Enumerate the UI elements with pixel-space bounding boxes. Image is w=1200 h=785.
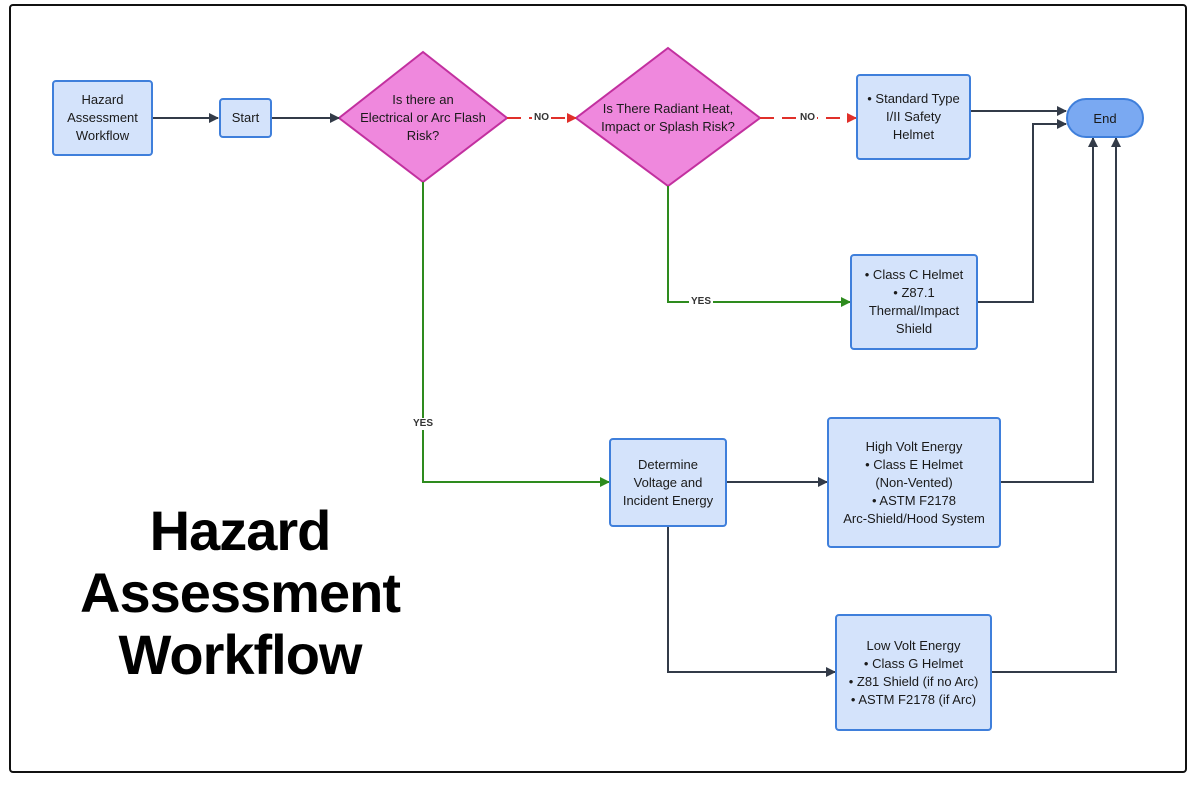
high-volt-line: Arc-Shield/Hood System (843, 510, 985, 526)
class-c-line: Shield (895, 321, 933, 336)
page-title-line: Hazard (149, 499, 332, 562)
page-title: Hazard Assessment Workflow (60, 500, 420, 686)
start-node[interactable]: Start (219, 98, 272, 138)
determine-line: Voltage and (633, 474, 703, 490)
class-c-line: • Z87.1 (893, 285, 935, 300)
workflow-node-line: Workflow (75, 128, 130, 143)
standard-helmet-line: I/II Safety (886, 109, 941, 124)
workflow-node-line: Assessment (67, 110, 138, 125)
edge-classc-end (977, 119, 1067, 303)
edge-label-no-radiant: NO (798, 112, 817, 124)
workflow-node[interactable]: Hazard Assessment Workflow (52, 80, 153, 156)
decision-electrical-line: Risk? (406, 128, 440, 143)
determine-node[interactable]: Determine Voltage and Incident Energy (609, 438, 727, 527)
high-volt-node[interactable]: High Volt Energy • Class E Helmet (Non-V… (827, 417, 1001, 548)
page-title-line: Assessment (80, 561, 401, 624)
decision-radiant-line: Is There Radiant Heat, (602, 101, 734, 116)
class-c-line: • Class C Helmet (864, 267, 964, 282)
workflow-node-line: Hazard (81, 92, 124, 107)
class-c-node[interactable]: • Class C Helmet • Z87.1 Thermal/Impact … (850, 254, 978, 350)
high-volt-line: (Non-Vented) (875, 474, 953, 490)
standard-helmet-node[interactable]: • Standard Type I/II Safety Helmet (856, 74, 971, 160)
decision-electrical-line: Is there an (392, 92, 454, 107)
edge-determine-lowvolt (667, 526, 836, 677)
standard-helmet-line: • Standard Type (867, 91, 960, 106)
diagram-frame (9, 4, 1187, 773)
edge-label-no-electrical: NO (532, 112, 551, 124)
edge-lowvolt-end (991, 137, 1121, 673)
edge-electrical-yes (422, 182, 610, 487)
decision-electrical-label[interactable]: Is there an Electrical or Arc Flash Risk… (353, 88, 493, 148)
low-volt-node[interactable]: Low Volt Energy • Class G Helmet • Z81 S… (835, 614, 992, 731)
decision-radiant-line: Impact or Splash Risk? (601, 119, 735, 134)
low-volt-line: • ASTM F2178 (if Arc) (850, 691, 977, 707)
determine-line: Determine (638, 456, 698, 472)
class-c-line: Thermal/Impact (868, 303, 960, 318)
end-node-label: End (1093, 110, 1117, 126)
edge-label-yes-radiant: YES (689, 296, 714, 308)
edge-highvolt-end (1000, 137, 1098, 483)
start-node-label: Start (231, 110, 260, 125)
decision-electrical-line: Electrical or Arc Flash (360, 110, 486, 125)
low-volt-line: • Z81 Shield (if no Arc) (848, 673, 979, 689)
high-volt-line: • ASTM F2178 (871, 492, 957, 508)
standard-helmet-line: Helmet (892, 127, 935, 142)
low-volt-line: • Class G Helmet (863, 655, 964, 671)
high-volt-line: • Class E Helmet (865, 456, 963, 472)
determine-line: Incident Energy (622, 492, 714, 508)
edge-radiant-yes (667, 186, 851, 307)
decision-radiant-label[interactable]: Is There Radiant Heat, Impact or Splash … (593, 98, 743, 138)
low-volt-line: Low Volt Energy (866, 637, 961, 653)
high-volt-line: High Volt Energy (865, 438, 963, 454)
end-node[interactable]: End (1066, 98, 1144, 138)
edge-label-yes-electrical: YES (411, 418, 436, 430)
page-title-line: Workflow (118, 623, 363, 686)
